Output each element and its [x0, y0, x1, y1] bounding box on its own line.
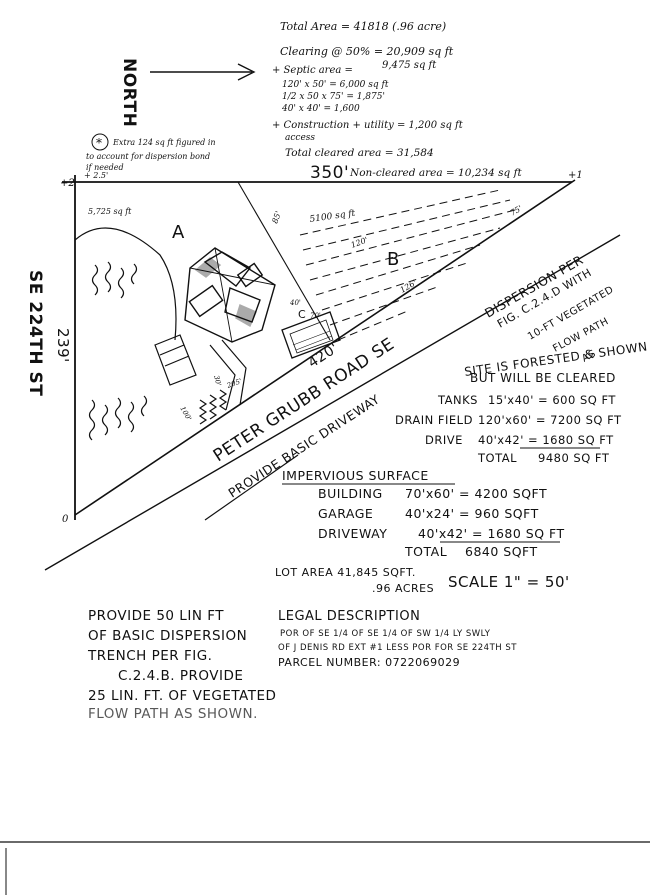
legal-line-2: OF J DENIS RD EXT #1 LESS POR FOR SE 224… [278, 643, 517, 653]
lot-label-a: A [172, 222, 185, 243]
lot-acres-text: .96 ACRES [372, 582, 434, 595]
septic-total-text: 9,475 sq ft [382, 60, 437, 71]
trench-note-line-5: 25 LIN. FT. OF VEGETATED [88, 688, 276, 704]
dim-40: 40' [289, 299, 301, 307]
dim-30: 30' [212, 374, 223, 387]
area-calculation-notes: Total Area = 41818 (.96 acre) Clearing @… [272, 20, 464, 159]
dispersion-trench [198, 389, 228, 425]
road-edge-upper [74, 179, 576, 516]
trench-note-line-1: PROVIDE 50 LIN FT [88, 608, 224, 624]
trench-note-line-2: OF BASIC DISPERSION [88, 628, 247, 644]
drain-field-dashes [299, 189, 516, 341]
corner-top-left-b: + 2.5' [84, 171, 108, 180]
trench-note-line-4: C.2.4.B. PROVIDE [118, 668, 243, 684]
access-text: access [285, 133, 315, 143]
cleared-total-value: 9480 SQ FT [538, 451, 610, 465]
garage-calc: 40'x24' = 960 SQFT [405, 506, 539, 521]
tree-squiggles [74, 227, 177, 441]
building-calc: 70'x60' = 4200 SQFT [405, 486, 547, 501]
street-name: SE 224TH ST [25, 270, 45, 396]
total-cleared-text: Total cleared area = 31,584 [285, 147, 434, 159]
star-note-line-3: if needed [86, 163, 124, 172]
dim-120: 120' [350, 235, 369, 249]
non-cleared-text: Non-cleared area = 10,234 sq ft [349, 167, 522, 179]
drive-calc: 40'x42' = 1680 SQ FT [478, 433, 614, 447]
garage-label: GARAGE [318, 506, 373, 521]
construction-text: + Construction + utility = 1,200 sq ft [272, 120, 464, 131]
north-arrow: NORTH [119, 58, 256, 127]
star-note-symbol: * [96, 136, 102, 150]
lot-divider [237, 181, 331, 341]
legal-title: LEGAL DESCRIPTION [278, 609, 420, 624]
impervious-table: IMPERVIOUS SURFACE BUILDING 70'x60' = 42… [282, 468, 565, 559]
trench-note: PROVIDE 50 LIN FT OF BASIC DISPERSION TR… [87, 608, 276, 722]
drain-field-calc: 120'x60' = 7200 SQ FT [478, 413, 622, 427]
septic-line-3: 40' x 40' = 1,600 [281, 104, 360, 114]
parcel-number: PARCEL NUMBER: 0722069029 [278, 656, 460, 669]
tanks-calc: 15'x40' = 600 SQ FT [488, 393, 616, 407]
total-area-text: Total Area = 41818 (.96 acre) [280, 20, 446, 33]
septic-tank [281, 311, 341, 359]
corner-labels: +2 + 2.5' +1 0 [60, 170, 583, 525]
cleared-note: BUT WILL BE CLEARED [470, 371, 616, 385]
corner-top-left: +2 [60, 178, 75, 189]
building-label: BUILDING [318, 486, 383, 501]
lot-label-c: C [298, 308, 306, 321]
lot-summary: LOT AREA 41,845 SQFT. .96 ACRES SCALE 1"… [275, 566, 570, 595]
legal-line-1: POR OF SE 1/4 OF SE 1/4 OF SW 1/4 LY SWL… [280, 629, 491, 639]
area-b-text: 5100 sq ft [309, 209, 356, 225]
star-note-line-1: Extra 124 sq ft figured in [112, 138, 216, 147]
driveway-calc: 40'x42' = 1680 SQ FT [418, 526, 565, 541]
property-boundary [44, 175, 621, 571]
area-a-text: 5,725 sq ft [88, 207, 132, 216]
dispersion-notes: DISPERSION PER FIG. C.2.4.D WITH 10-FT V… [463, 252, 648, 385]
septic-line-1: 120' x 50' = 6,000 sq ft [282, 80, 389, 90]
left-dimension: 239' [54, 328, 72, 363]
lot-area-text: LOT AREA 41,845 SQFT. [275, 566, 416, 579]
dim-85: 85' [270, 210, 283, 225]
garage-footprint [154, 334, 197, 386]
corner-bottom-left: 0 [62, 514, 69, 525]
cleared-area-table: TANKS 15'x40' = 600 SQ FT DRAIN FIELD 12… [395, 393, 622, 465]
top-dimension: 350' [310, 163, 349, 183]
cleared-total-label: TOTAL [477, 451, 517, 465]
star-note-line-2: to account for dispersion bond [86, 152, 210, 161]
north-arrow-head [237, 63, 256, 81]
tanks-label: TANKS [437, 393, 478, 407]
star-note: * Extra 124 sq ft figured in to account … [86, 133, 216, 172]
drain-field-label: DRAIN FIELD [395, 413, 473, 427]
corner-top-right: +1 [568, 170, 583, 181]
impervious-title: IMPERVIOUS SURFACE [282, 468, 429, 483]
north-label: NORTH [119, 58, 139, 127]
driveway-label: DRIVEWAY [318, 526, 387, 541]
impervious-total-value: 6840 SQFT [465, 544, 538, 559]
dim-70: 70' [310, 312, 321, 320]
star-note-circle [91, 133, 109, 151]
trench-note-line-3: TRENCH PER FIG. [87, 648, 212, 664]
trench-note-line-6: FLOW PATH AS SHOWN. [88, 706, 258, 722]
drive-label: DRIVE [425, 433, 463, 447]
driveway-edge [204, 454, 299, 521]
house-footprint [184, 247, 276, 343]
septic-line-2: 1/2 x 50 x 75' = 1,875' [282, 92, 385, 102]
scale-text: SCALE 1" = 50' [448, 573, 570, 591]
impervious-total-label: TOTAL [404, 544, 447, 559]
road-edge-lower [44, 234, 621, 571]
septic-area-text: + Septic area = [272, 65, 353, 76]
driveway-path [209, 339, 247, 411]
dim-100: 100' [178, 405, 193, 422]
clearing-text: Clearing @ 50% = 20,909 sq ft [280, 45, 454, 58]
legal-description: LEGAL DESCRIPTION POR OF SE 1/4 OF SE 1/… [278, 609, 517, 669]
lot-label-b: B [387, 249, 400, 270]
